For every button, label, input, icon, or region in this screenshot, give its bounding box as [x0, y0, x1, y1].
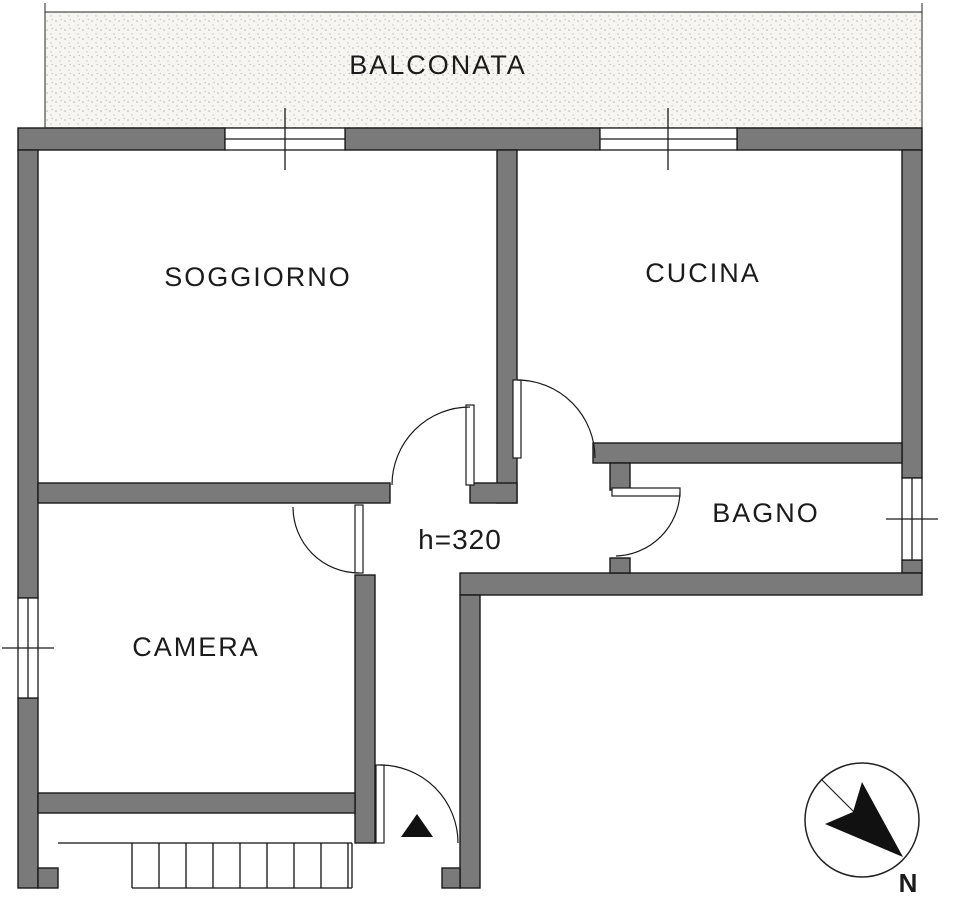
windows-layer	[2, 108, 938, 699]
wall-left-upper	[17, 149, 39, 599]
wall-bagno-left-lower	[609, 557, 631, 574]
room-label-cucina: CUCINA	[645, 258, 761, 288]
wall-camera-bottom	[37, 792, 356, 814]
room-label-camera: CAMERA	[132, 632, 260, 662]
wall-right-lower	[901, 559, 923, 574]
door-bagno	[611, 487, 681, 557]
ceiling-height-label: h=320	[418, 524, 502, 555]
window-cucina	[599, 108, 738, 170]
wall-right-upper	[901, 149, 923, 479]
stairs	[58, 842, 353, 889]
wall-bagno-left-upper	[609, 462, 631, 491]
room-label-soggiorno: SOGGIORNO	[164, 262, 352, 292]
wall-top-left	[17, 127, 226, 151]
north-label: N	[899, 868, 918, 898]
wall-left-lower	[17, 697, 39, 889]
north-arrow-icon	[825, 782, 903, 857]
wall-top-middle	[344, 127, 601, 151]
door-camera	[292, 504, 364, 574]
compass	[804, 762, 920, 878]
wall-camera-right	[354, 574, 376, 844]
doors-layer	[292, 379, 681, 844]
room-label-bagno: BAGNO	[712, 498, 820, 528]
wall-cucina-bagno	[592, 442, 903, 464]
window-camera	[2, 597, 54, 699]
door-entrance	[375, 764, 459, 844]
wall-corridor-right-foot	[441, 867, 461, 889]
door-cucina	[512, 379, 596, 459]
room-labels: BALCONATA SOGGIORNO CUCINA BAGNO CAMERA …	[132, 50, 917, 898]
door-soggiorno	[391, 404, 475, 486]
room-label-balconata: BALCONATA	[349, 50, 527, 80]
window-soggiorno	[224, 108, 346, 170]
walls-layer	[17, 127, 923, 889]
wall-left-foot	[37, 867, 59, 889]
balcony	[44, 3, 923, 129]
wall-soggiorno-bottom-right	[469, 482, 518, 504]
window-bagno	[886, 477, 938, 561]
wall-top-right	[736, 127, 923, 151]
entrance-arrow-icon	[401, 814, 433, 837]
wall-corridor-right	[459, 594, 481, 889]
wall-soggiorno-bottom-left	[37, 482, 391, 504]
balcony-stipple-texture	[45, 12, 922, 128]
wall-south-bagno	[459, 572, 923, 596]
